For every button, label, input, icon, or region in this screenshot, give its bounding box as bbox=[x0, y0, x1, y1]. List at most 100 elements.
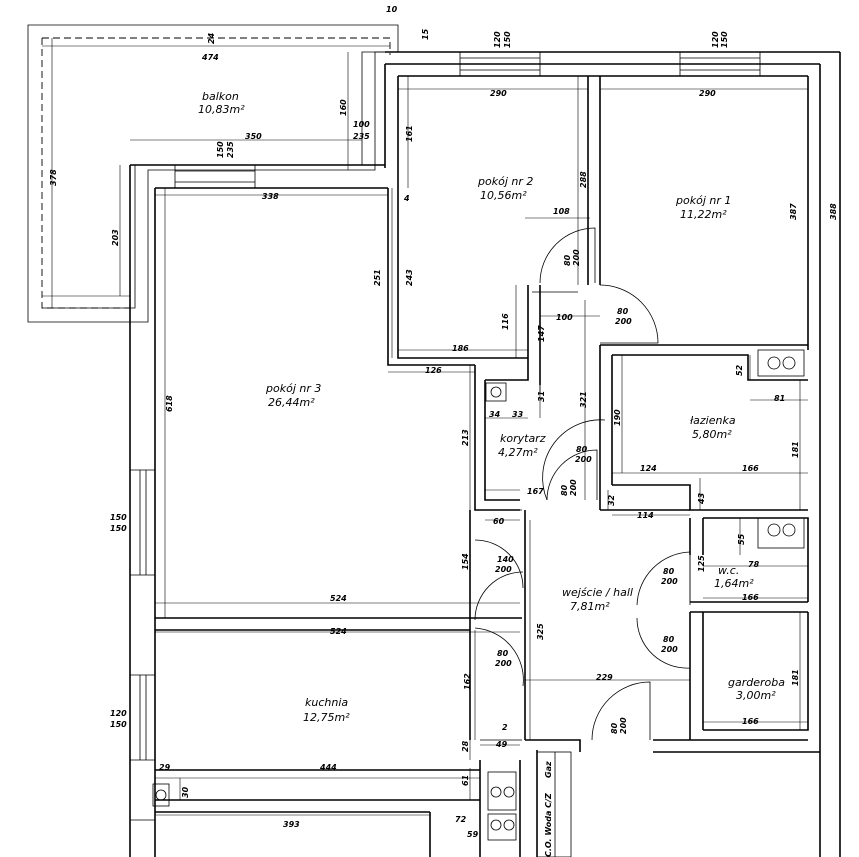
dimension-label: 162 bbox=[463, 673, 472, 690]
dimension-label: 80 bbox=[663, 567, 675, 576]
room-name-kuchnia: kuchnia bbox=[305, 696, 348, 709]
dimension-label: 181 bbox=[791, 669, 800, 686]
dimension-label: 120 bbox=[110, 709, 127, 718]
room-area-hall: 7,81m² bbox=[570, 600, 610, 613]
room-area-balkon: 10,83m² bbox=[198, 103, 245, 116]
dimension-label: 120 bbox=[493, 31, 502, 48]
room-area-wc: 1,64m² bbox=[714, 577, 754, 590]
dimension-label: 200 bbox=[495, 659, 512, 668]
dimension-label: 24 bbox=[207, 32, 216, 44]
dimension-label: 31 bbox=[537, 391, 546, 402]
dimension-label: 200 bbox=[575, 455, 592, 464]
dimension-label: 80 bbox=[610, 722, 619, 734]
room-name-hall: wejście / hall bbox=[562, 586, 633, 599]
dimension-lines bbox=[42, 38, 808, 816]
dimension-label: 150 bbox=[720, 31, 729, 48]
dimension-label: 32 bbox=[607, 494, 616, 506]
dimension-label: 108 bbox=[553, 207, 570, 216]
dimension-label: 251 bbox=[373, 269, 382, 286]
dimension-label: 147 bbox=[537, 325, 546, 342]
room-name-korytarz: korytarz bbox=[500, 432, 546, 445]
dimension-label: 618 bbox=[165, 395, 174, 412]
room-name-garderoba: garderoba bbox=[728, 676, 785, 689]
room-labels: balkon 10,83m² pokój nr 2 10,56m² pokój … bbox=[198, 90, 785, 724]
room-name-balkon: balkon bbox=[202, 90, 239, 103]
dimension-label: 59 bbox=[467, 830, 479, 839]
dimension-label: 290 bbox=[490, 89, 507, 98]
room-area-pokoj-3: 26,44m² bbox=[268, 396, 315, 409]
dimension-label: 80 bbox=[576, 445, 588, 454]
dimension-label: 200 bbox=[661, 577, 678, 586]
dimension-label: 325 bbox=[536, 623, 545, 640]
dimension-label: 166 bbox=[742, 717, 759, 726]
dimension-label: 150 bbox=[110, 720, 127, 729]
dimension-label: 200 bbox=[619, 717, 628, 734]
dimension-label: 80 bbox=[663, 635, 675, 644]
dimension-label: 150 bbox=[110, 513, 127, 522]
room-area-garderoba: 3,00m² bbox=[736, 689, 776, 702]
dimension-label: 55 bbox=[737, 533, 746, 545]
dimension-label: 444 bbox=[319, 763, 337, 772]
ventilation-shafts bbox=[152, 349, 805, 857]
utility-labels: Gaz C.O. Woda C/Z bbox=[544, 761, 553, 857]
dimension-label: 150 bbox=[503, 31, 512, 48]
dimension-label: 150 bbox=[216, 141, 225, 158]
dimension-label: 387 bbox=[789, 203, 798, 220]
balcony-outline bbox=[27, 24, 399, 323]
dimension-label: 166 bbox=[742, 464, 759, 473]
dimension-label: 203 bbox=[111, 229, 120, 246]
dimension-label: 49 bbox=[495, 740, 508, 749]
dimension-label: 61 bbox=[461, 775, 470, 786]
dimension-label: 200 bbox=[495, 565, 512, 574]
dimension-label: 2 bbox=[502, 723, 508, 732]
room-name-pokoj-3: pokój nr 3 bbox=[265, 382, 321, 395]
room-area-pokoj-1: 11,22m² bbox=[680, 208, 727, 221]
dimension-label: 167 bbox=[527, 487, 544, 496]
dimension-label: 338 bbox=[262, 192, 279, 201]
dimension-label: 160 bbox=[339, 99, 348, 116]
dimension-label: 120 bbox=[711, 31, 720, 48]
dimension-label: 229 bbox=[596, 673, 613, 682]
dimension-label: 200 bbox=[572, 249, 581, 266]
dimension-label: 34 bbox=[489, 410, 501, 419]
room-name-pokoj-1: pokój nr 1 bbox=[675, 194, 731, 207]
dimension-label: 100 bbox=[353, 120, 370, 129]
dimension-label: 181 bbox=[791, 441, 800, 458]
room-name-pokoj-2: pokój nr 2 bbox=[477, 175, 533, 188]
dimension-label: 80 bbox=[563, 254, 572, 266]
utility-label-gas: Gaz bbox=[544, 761, 553, 778]
dimension-label: 33 bbox=[512, 410, 524, 419]
utility-label-water-heating: C.O. Woda C/Z bbox=[544, 793, 553, 857]
dimension-label: 80 bbox=[617, 307, 629, 316]
dimension-label: 190 bbox=[613, 409, 622, 426]
dimension-label: 28 bbox=[461, 740, 470, 752]
dimension-label: 186 bbox=[452, 344, 469, 353]
dimension-label: 80 bbox=[497, 649, 509, 658]
dimension-label: 125 bbox=[697, 555, 706, 572]
dimension-label: 200 bbox=[615, 317, 632, 326]
dimension-label: 474 bbox=[201, 53, 219, 62]
dimension-label: 4 bbox=[403, 194, 410, 203]
dimension-labels: 10 24 15 474 120 150 120 150 290 290 378… bbox=[49, 5, 838, 839]
dimension-label: 100 bbox=[556, 313, 573, 322]
dimension-label: 200 bbox=[569, 479, 578, 496]
dimension-label: 43 bbox=[697, 492, 706, 505]
dimension-label: 140 bbox=[497, 555, 514, 564]
dimension-label: 161 bbox=[405, 125, 414, 142]
dimension-label: 10 bbox=[386, 5, 398, 14]
dimension-label: 126 bbox=[425, 366, 442, 375]
room-area-pokoj-2: 10,56m² bbox=[480, 189, 527, 202]
dimension-label: 166 bbox=[742, 593, 759, 602]
dimension-label: 378 bbox=[49, 169, 58, 186]
dimension-label: 524 bbox=[330, 627, 347, 636]
dimension-label: 78 bbox=[748, 560, 760, 569]
dimension-label: 388 bbox=[829, 203, 838, 220]
dimension-label: 243 bbox=[405, 269, 414, 286]
dimension-label: 288 bbox=[579, 171, 588, 188]
dimension-label: 15 bbox=[421, 28, 430, 40]
exterior-walls bbox=[129, 51, 841, 857]
dimension-label: 72 bbox=[455, 815, 467, 824]
room-area-korytarz: 4,27m² bbox=[498, 446, 538, 459]
dimension-label: 114 bbox=[637, 511, 654, 520]
